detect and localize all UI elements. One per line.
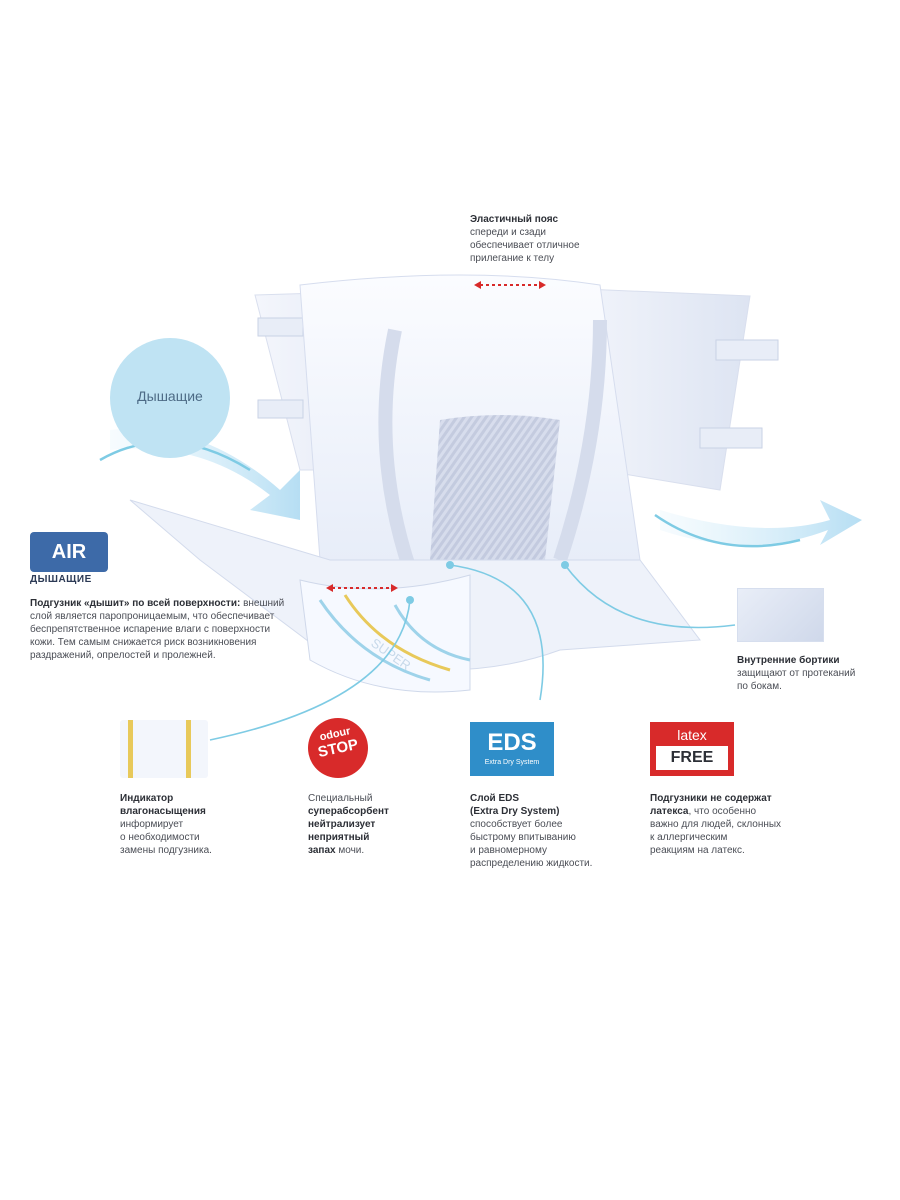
breathing-bubble-label: Дышащие xyxy=(137,388,203,404)
elastic-belt-line: прилегание к телу xyxy=(470,253,555,264)
latex-badge-top: latex xyxy=(677,727,707,743)
latex-line: , что особенно xyxy=(688,806,757,817)
eds-line: и равномерному xyxy=(470,845,547,856)
odour-bold: нейтрализует xyxy=(308,819,376,830)
indicator-title: Индикатор xyxy=(120,793,174,804)
odour-bold: неприятный xyxy=(308,832,370,843)
latex-bold: латекса xyxy=(650,806,689,817)
eds-callout: Слой EDS (Extra Dry System) способствует… xyxy=(470,792,630,870)
latex-title: Подгузники не содержат xyxy=(650,793,772,804)
eds-line: способствует более xyxy=(470,819,563,830)
air-badge-text: AIR xyxy=(51,541,87,563)
breathing-bubble: Дышащие xyxy=(110,338,230,458)
indicator-image xyxy=(120,720,208,778)
air-badge-box: AIR xyxy=(30,532,108,572)
odour-line: Специальный xyxy=(308,793,373,804)
latex-badge-bottom: FREE xyxy=(656,746,728,770)
air-badge: AIR ДЫШАЩИЕ xyxy=(30,532,115,585)
indicator-line: замены подгузника. xyxy=(120,845,212,856)
eds-title: (Extra Dry System) xyxy=(470,806,560,817)
elastic-belt-line: обеспечивает отличное xyxy=(470,240,580,251)
odour-line: мочи. xyxy=(335,845,365,856)
elastic-belt-line: спереди и сзади xyxy=(470,227,547,238)
air-description-bold: Подгузник «дышит» по всей поверхности: xyxy=(30,598,241,609)
inner-cuffs-image xyxy=(737,588,824,642)
latex-line: к аллергическим xyxy=(650,832,728,843)
odour-bold: суперабсорбент xyxy=(308,806,389,817)
indicator-line: информирует xyxy=(120,819,184,830)
latex-line: важно для людей, склонных xyxy=(650,819,782,830)
indicator-callout: Индикатор влагонасыщения информирует о н… xyxy=(120,792,280,857)
eds-title: Слой EDS xyxy=(470,793,520,804)
odour-callout: Специальный суперабсорбент нейтрализует … xyxy=(308,792,458,857)
air-badge-caption: ДЫШАЩИЕ xyxy=(30,574,92,585)
inner-cuffs-line: по бокам. xyxy=(737,681,782,692)
eds-line: быстрому впитыванию xyxy=(470,832,576,843)
elastic-belt-callout: Эластичный пояс спереди и сзади обеспечи… xyxy=(470,213,630,265)
indicator-title: влагонасыщения xyxy=(120,806,206,817)
odour-bold: запах xyxy=(308,845,336,856)
eds-line: распределению жидкости. xyxy=(470,858,593,869)
inner-cuffs-callout: Внутренние бортики защищают от протекани… xyxy=(737,654,897,693)
latex-callout: Подгузники не содержат латекса, что особ… xyxy=(650,792,830,857)
eds-badge: EDS Extra Dry System xyxy=(470,722,554,776)
air-description-rest: внешний слой является паропроницаемым, ч… xyxy=(30,598,285,661)
inner-cuffs-title: Внутренние бортики xyxy=(737,655,840,666)
air-description: Подгузник «дышит» по всей поверхности: в… xyxy=(30,597,285,662)
latex-free-badge: latex FREE xyxy=(650,722,734,776)
elastic-belt-title: Эластичный пояс xyxy=(470,214,559,225)
eds-badge-sub: Extra Dry System xyxy=(484,759,540,766)
inner-cuffs-line: защищают от протеканий xyxy=(737,668,856,679)
latex-line: реакциям на латекс. xyxy=(650,845,745,856)
eds-badge-text: EDS xyxy=(487,729,537,756)
indicator-line: о необходимости xyxy=(120,832,200,843)
